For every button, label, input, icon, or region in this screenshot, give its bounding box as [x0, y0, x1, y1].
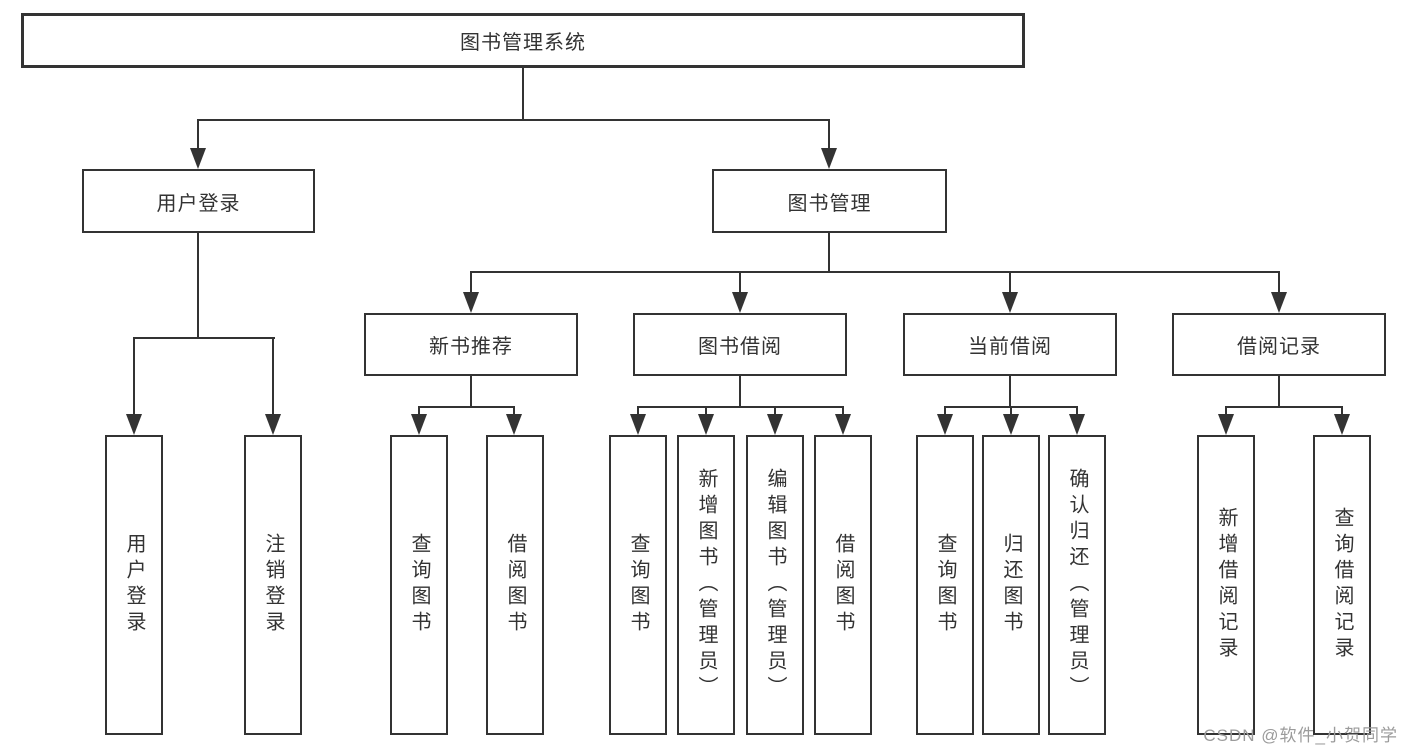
connector-line: [1009, 376, 1011, 406]
leaf-user-login: 用户登录: [105, 435, 163, 735]
connector-line: [133, 337, 135, 417]
arrow-down-icon: [937, 414, 953, 435]
arrow-down-icon: [126, 414, 142, 435]
arrow-down-icon: [463, 292, 479, 313]
node-label: 注销登录: [262, 533, 284, 637]
connector-line: [1225, 406, 1342, 408]
connector-line: [842, 406, 844, 417]
leaf-query-books: 查询图书: [916, 435, 974, 735]
leaf-logout: 注销登录: [244, 435, 302, 735]
connector-line: [513, 406, 515, 417]
connector-line: [944, 406, 946, 417]
node-label: 查询借阅记录: [1331, 507, 1353, 663]
connector-line: [418, 406, 515, 408]
leaf-borrow-books: 借阅图书: [814, 435, 872, 735]
arrow-down-icon: [767, 414, 783, 435]
node-book-borrow: 图书借阅: [633, 313, 847, 376]
node-label: 用户登录: [156, 192, 241, 215]
node-current-borrow: 当前借阅: [903, 313, 1117, 376]
connector-line: [1278, 376, 1280, 406]
connector-line: [828, 119, 830, 151]
node-user-login: 用户登录: [82, 169, 315, 233]
arrow-down-icon: [265, 414, 281, 435]
arrow-down-icon: [835, 414, 851, 435]
connector-line: [1010, 406, 1012, 417]
leaf-borrow-books: 借阅图书: [486, 435, 544, 735]
connector-line: [272, 337, 274, 417]
arrow-down-icon: [506, 414, 522, 435]
connector-line: [197, 119, 830, 121]
leaf-return-books: 归还图书: [982, 435, 1040, 735]
csdn-watermark: CSDN @软件_小贺同学: [1203, 726, 1398, 745]
leaf-query-borrow-record: 查询借阅记录: [1313, 435, 1371, 735]
node-label: 借阅图书: [832, 533, 854, 637]
arrow-down-icon: [821, 148, 837, 169]
connector-line: [1009, 271, 1011, 295]
leaf-confirm-return-admin: 确认归还（管理员）: [1048, 435, 1106, 735]
connector-line: [522, 68, 524, 120]
arrow-down-icon: [1069, 414, 1085, 435]
connector-line: [470, 271, 1280, 273]
arrow-down-icon: [698, 414, 714, 435]
connector-line: [470, 271, 472, 295]
connector-line: [637, 406, 639, 417]
node-label: 查询图书: [408, 533, 430, 637]
arrow-down-icon: [732, 292, 748, 313]
arrow-down-icon: [1218, 414, 1234, 435]
connector-line: [1341, 406, 1343, 417]
connector-line: [774, 406, 776, 417]
node-label: 编辑图书（管理员）: [764, 468, 786, 702]
node-label: 图书借阅: [698, 336, 782, 358]
node-label: 图书管理: [787, 192, 872, 215]
connector-line: [1076, 406, 1078, 417]
node-label: 新增图书（管理员）: [695, 468, 717, 702]
node-label: 用户登录: [123, 533, 145, 637]
node-borrow-record: 借阅记录: [1172, 313, 1386, 376]
node-label: 图书管理系统: [460, 32, 586, 54]
connector-line: [828, 233, 830, 273]
arrow-down-icon: [1002, 292, 1018, 313]
connector-line: [197, 233, 199, 339]
connector-line: [637, 406, 843, 408]
connector-line: [1225, 406, 1227, 417]
leaf-add-borrow-record: 新增借阅记录: [1197, 435, 1255, 735]
node-label: 当前借阅: [968, 336, 1052, 358]
node-label: 借阅图书: [504, 533, 526, 637]
node-book-management: 图书管理: [712, 169, 947, 233]
connector-line: [197, 119, 199, 151]
leaf-query-books: 查询图书: [390, 435, 448, 735]
node-label: 查询图书: [627, 533, 649, 637]
leaf-query-books: 查询图书: [609, 435, 667, 735]
node-new-book-recommend: 新书推荐: [364, 313, 578, 376]
node-label: 归还图书: [1000, 533, 1022, 637]
node-label: 新书推荐: [429, 336, 513, 358]
arrow-down-icon: [190, 148, 206, 169]
arrow-down-icon: [411, 414, 427, 435]
connector-line: [470, 376, 472, 406]
node-library-management-system: 图书管理系统: [21, 13, 1025, 68]
node-label: 借阅记录: [1237, 336, 1321, 358]
leaf-edit-books-admin: 编辑图书（管理员）: [746, 435, 804, 735]
connector-line: [739, 271, 741, 295]
connector-line: [739, 376, 741, 406]
node-label: 确认归还（管理员）: [1066, 468, 1088, 702]
connector-line: [133, 337, 275, 339]
connector-line: [1278, 271, 1280, 295]
connector-line: [705, 406, 707, 417]
arrow-down-icon: [1334, 414, 1350, 435]
connector-line: [418, 406, 420, 417]
leaf-add-books-admin: 新增图书（管理员）: [677, 435, 735, 735]
node-label: 新增借阅记录: [1215, 507, 1237, 663]
arrow-down-icon: [1271, 292, 1287, 313]
node-label: 查询图书: [934, 533, 956, 637]
arrow-down-icon: [1003, 414, 1019, 435]
arrow-down-icon: [630, 414, 646, 435]
